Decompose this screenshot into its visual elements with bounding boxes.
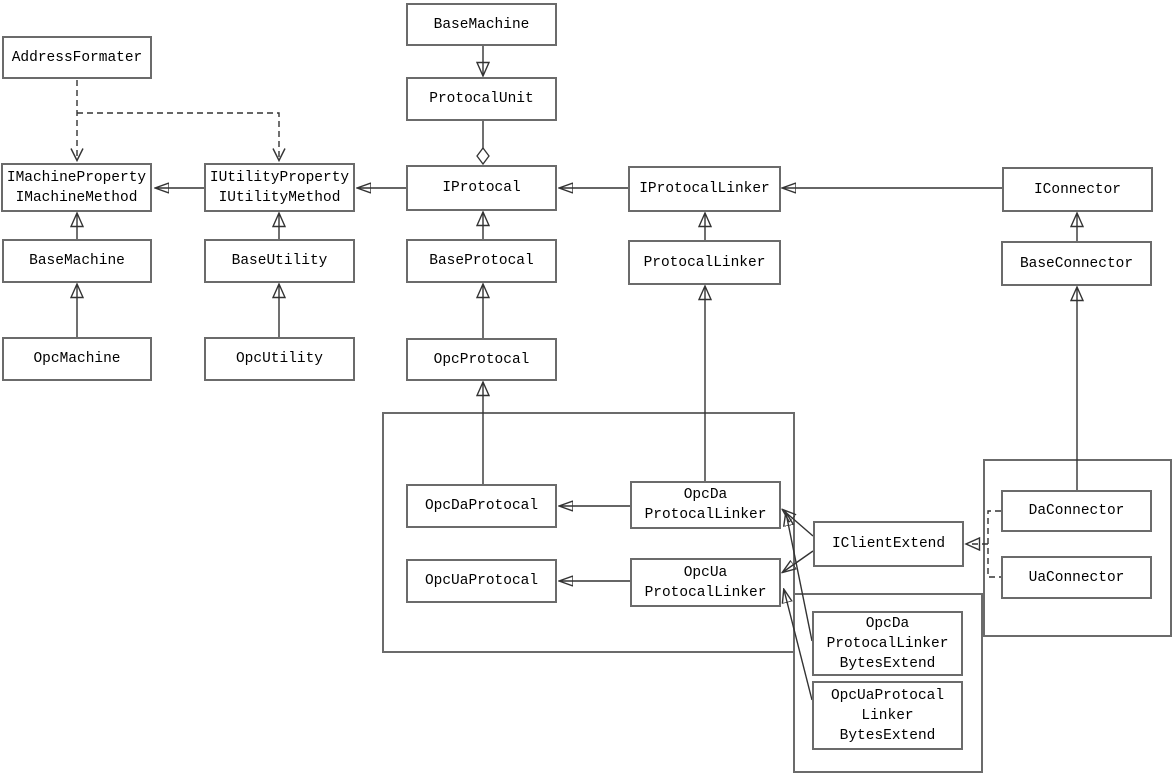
class-label: BaseMachine <box>433 16 530 33</box>
edge-connectors-joiner <box>987 510 1001 578</box>
class-box-protocal-linker: ProtocalLinker <box>628 240 781 285</box>
class-label: DaConnector <box>1028 503 1125 519</box>
class-label: OpcProtocal <box>433 351 530 368</box>
class-box-opc-da-protocal: OpcDaProtocal <box>406 484 557 528</box>
edge-addressformater-iutility <box>77 112 286 163</box>
class-box-ua-connector: UaConnector <box>1001 556 1152 599</box>
class-label: OpcUa ProtocalLinker <box>644 564 767 601</box>
class-box-iclient-extend: IClientExtend <box>813 521 964 567</box>
class-box-opc-ua-protocal-linker: OpcUa ProtocalLinker <box>630 558 781 607</box>
class-label: IClientExtend <box>831 536 946 552</box>
edge-iclientextend-opcualinker <box>783 550 814 572</box>
class-box-iutility-property-method: IUtilityProperty IUtilityMethod <box>204 163 355 212</box>
class-label: IConnector <box>1033 181 1121 198</box>
class-box-opc-da-protocal-linker-bytes-extend: OpcDa ProtocalLinker BytesExtend <box>812 611 963 676</box>
class-label: OpcDaProtocal <box>424 498 539 514</box>
class-box-base-connector: BaseConnector <box>1001 241 1152 286</box>
class-label: AddressFormater <box>11 49 143 66</box>
class-box-iprotocal: IProtocal <box>406 165 557 211</box>
class-label: IProtocalLinker <box>639 181 770 197</box>
class-label: OpcMachine <box>33 351 121 367</box>
association-edges <box>156 188 1002 701</box>
class-label: ProtocalLinker <box>643 254 766 271</box>
class-label: BaseUtility <box>231 253 328 269</box>
class-box-opc-utility: OpcUtility <box>204 337 355 381</box>
class-label: IUtilityProperty IUtilityMethod <box>209 169 350 206</box>
class-box-opc-da-protocal-linker: OpcDa ProtocalLinker <box>630 481 781 529</box>
class-label: OpcDa ProtocalLinker <box>644 487 767 523</box>
class-label: BaseProtocal <box>429 253 534 269</box>
class-box-iconnector: IConnector <box>1002 167 1153 212</box>
class-box-iprotocal-linker: IProtocalLinker <box>628 166 781 212</box>
class-box-base-machine-top: BaseMachine <box>406 3 557 46</box>
aggregation-diamond <box>476 146 490 166</box>
generalization-edges <box>77 46 1077 490</box>
edge-opcuabytes-opcualinker <box>784 590 813 701</box>
class-label: OpcDa ProtocalLinker BytesExtend <box>826 615 949 672</box>
class-label: OpcUtility <box>235 351 323 367</box>
class-box-base-utility: BaseUtility <box>204 239 355 283</box>
class-label: OpcUaProtocal <box>424 573 539 589</box>
class-box-address-formater: AddressFormater <box>2 36 152 79</box>
class-label: IMachineProperty IMachineMethod <box>6 169 147 206</box>
group-frame-bytes-extend <box>793 593 983 773</box>
class-label: UaConnector <box>1028 569 1125 586</box>
class-label: BaseMachine <box>29 253 125 269</box>
class-box-opc-ua-protocal-linker-bytes-extend: OpcUaProtocal Linker BytesExtend <box>812 681 963 750</box>
class-label: IProtocal <box>442 180 521 196</box>
class-box-base-protocal: BaseProtocal <box>406 239 557 283</box>
dependency-edges <box>70 80 286 163</box>
class-box-imachine-property-method: IMachineProperty IMachineMethod <box>1 163 152 212</box>
class-box-opc-machine: OpcMachine <box>2 337 152 381</box>
class-box-opc-ua-protocal: OpcUaProtocal <box>406 559 557 603</box>
class-label: ProtocalUnit <box>429 91 534 107</box>
class-label: OpcUaProtocal Linker BytesExtend <box>830 687 945 744</box>
group-frame-opc-protocal-linkers <box>382 412 795 653</box>
aggregation-edge <box>476 121 490 166</box>
class-box-da-connector: DaConnector <box>1001 490 1152 532</box>
class-box-protocal-unit: ProtocalUnit <box>406 77 557 121</box>
class-label: BaseConnector <box>1019 255 1134 272</box>
class-box-base-machine-left: BaseMachine <box>2 239 152 283</box>
class-box-opc-protocal: OpcProtocal <box>406 338 557 381</box>
edge-opcdabytes-opcdalinker <box>786 513 813 642</box>
realization-edges <box>967 510 1001 578</box>
